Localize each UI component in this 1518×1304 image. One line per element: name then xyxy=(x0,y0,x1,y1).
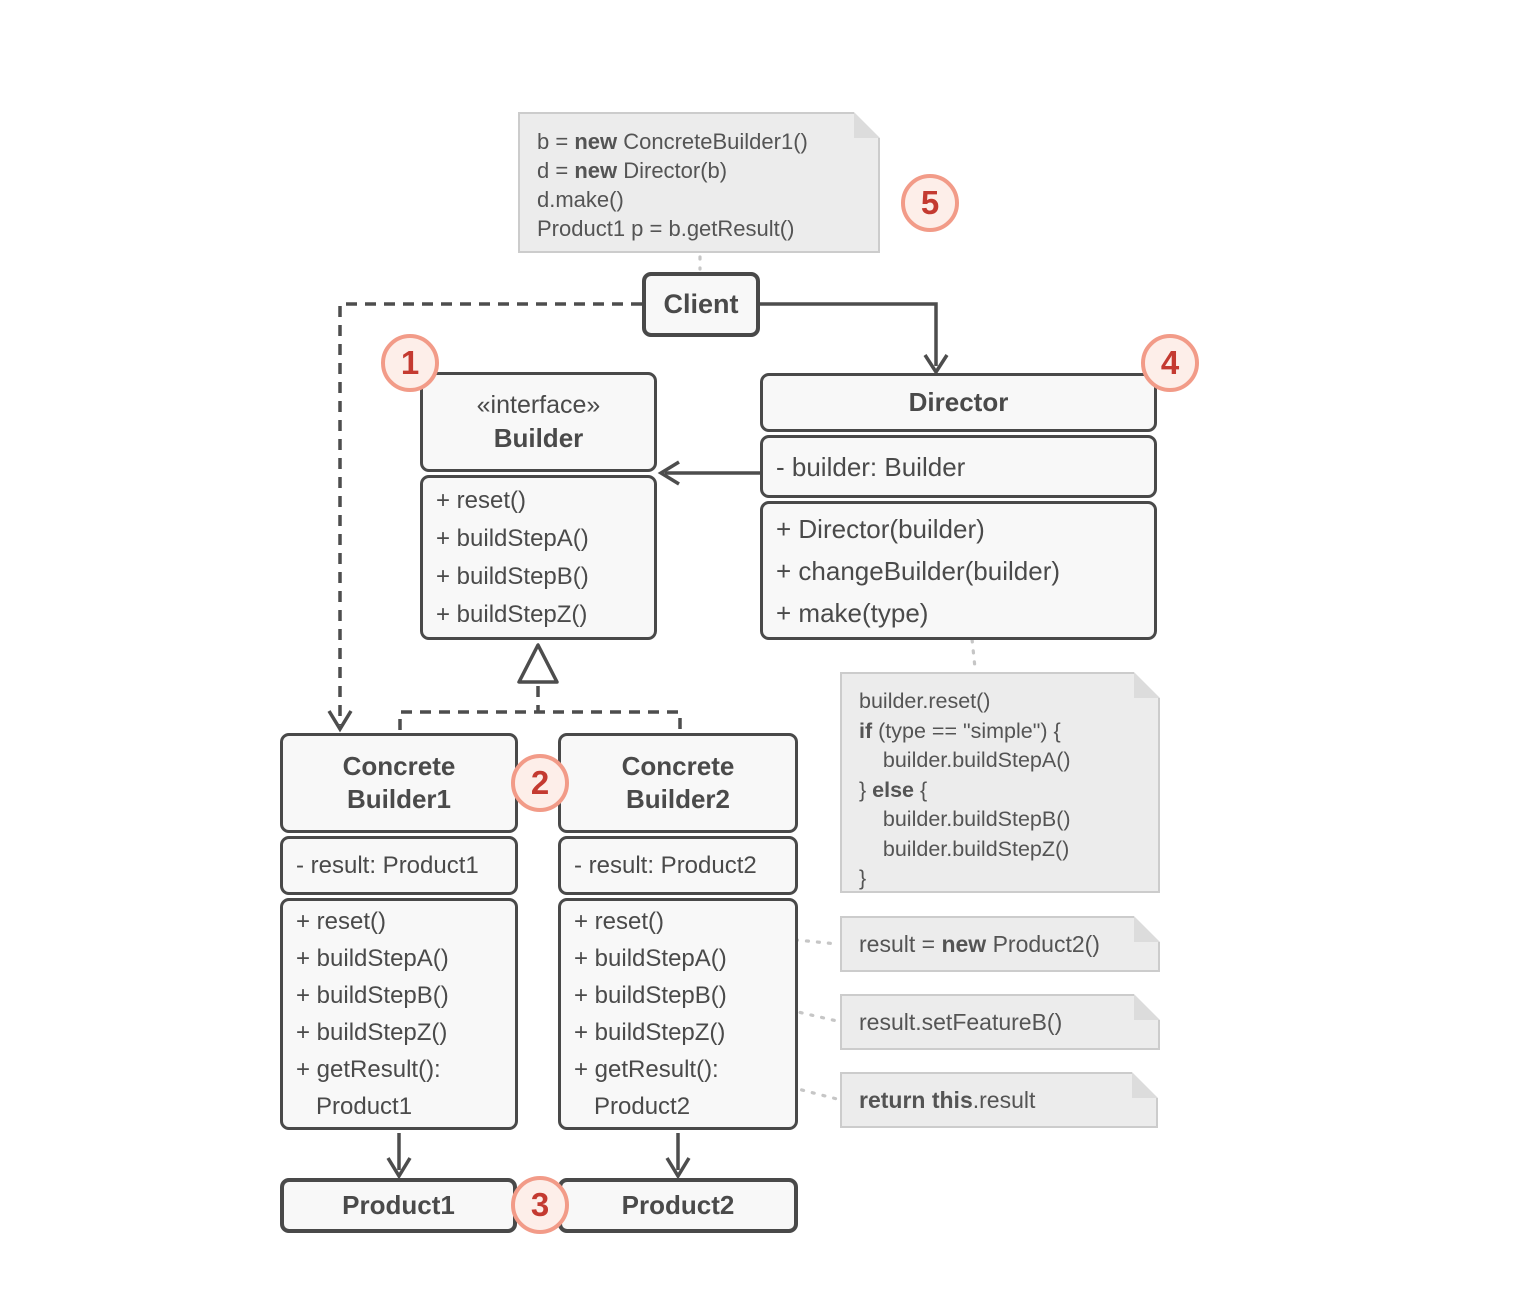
class-concrete-builder1-title-line1: Concrete xyxy=(342,751,456,781)
class-builder-stereotype: «interface» xyxy=(476,391,601,419)
marker-1: 1 xyxy=(381,334,439,392)
class-builder-title: Builder xyxy=(493,423,584,453)
class-client: Client xyxy=(642,272,760,337)
make-note-connector-line xyxy=(969,627,977,670)
client-usage-note: b = new ConcreteBuilder1()d = new Direct… xyxy=(518,112,880,253)
class-director-title: Director xyxy=(908,387,1009,417)
class-concrete-builder2: Concrete Builder2 - result: Product2 + r… xyxy=(558,733,798,1130)
class-product1: Product1 xyxy=(280,1178,517,1233)
class-product2-title: Product2 xyxy=(621,1190,735,1220)
client-to-builder1-dashed-line xyxy=(338,302,642,725)
class-concrete-builder1-methods: + reset()+ buildStepA()+ buildStepB()+ b… xyxy=(280,898,518,1130)
marker-4: 4 xyxy=(1141,334,1199,392)
reset-implementation-note: result = new Product2() xyxy=(840,916,1160,972)
association-arrowhead-icon xyxy=(923,354,949,376)
class-concrete-builder2-title-line2: Builder2 xyxy=(625,784,731,814)
class-product2: Product2 xyxy=(558,1178,798,1233)
class-director-attributes: - builder: Builder xyxy=(760,435,1157,498)
product1-arrowhead-icon xyxy=(386,1157,412,1180)
implements-tee-line xyxy=(398,710,682,730)
class-builder-header: «interface» Builder xyxy=(420,372,657,472)
stepb-implementation-note: result.setFeatureB() xyxy=(840,994,1160,1050)
class-builder-methods: + reset()+ buildStepA()+ buildStepB()+ b… xyxy=(420,475,657,640)
class-concrete-builder2-methods: + reset()+ buildStepA()+ buildStepB()+ b… xyxy=(558,898,798,1130)
class-concrete-builder1-attributes: - result: Product1 xyxy=(280,836,518,895)
class-director-methods: + Director(builder)+ changeBuilder(build… xyxy=(760,501,1157,640)
class-client-title: Client xyxy=(663,289,739,319)
class-director: Director - builder: Builder + Director(b… xyxy=(760,373,1157,640)
class-concrete-builder2-title-line1: Concrete xyxy=(621,751,735,781)
class-concrete-builder2-attributes: - result: Product2 xyxy=(558,836,798,895)
class-concrete-builder1-header: Concrete Builder1 xyxy=(280,733,518,833)
getresult-implementation-note: return this.result xyxy=(840,1072,1158,1128)
class-concrete-builder1: Concrete Builder1 - result: Product1 + r… xyxy=(280,733,518,1130)
marker-3: 3 xyxy=(511,1176,569,1234)
client-to-director-line xyxy=(760,302,938,366)
make-implementation-note: builder.reset()if (type == "simple") { b… xyxy=(840,672,1160,893)
inheritance-triangle-icon xyxy=(517,643,559,684)
class-product1-title: Product1 xyxy=(342,1190,455,1220)
class-director-header: Director xyxy=(760,373,1157,432)
marker-2: 2 xyxy=(511,754,569,812)
marker-5: 5 xyxy=(901,174,959,232)
class-concrete-builder2-header: Concrete Builder2 xyxy=(558,733,798,833)
dependency-arrowhead-icon xyxy=(327,710,353,733)
product2-arrowhead-icon xyxy=(665,1157,691,1180)
class-builder: «interface» Builder + reset()+ buildStep… xyxy=(420,372,657,640)
class-concrete-builder1-title-line2: Builder1 xyxy=(346,784,452,814)
association-arrowhead-left-icon xyxy=(657,460,680,486)
